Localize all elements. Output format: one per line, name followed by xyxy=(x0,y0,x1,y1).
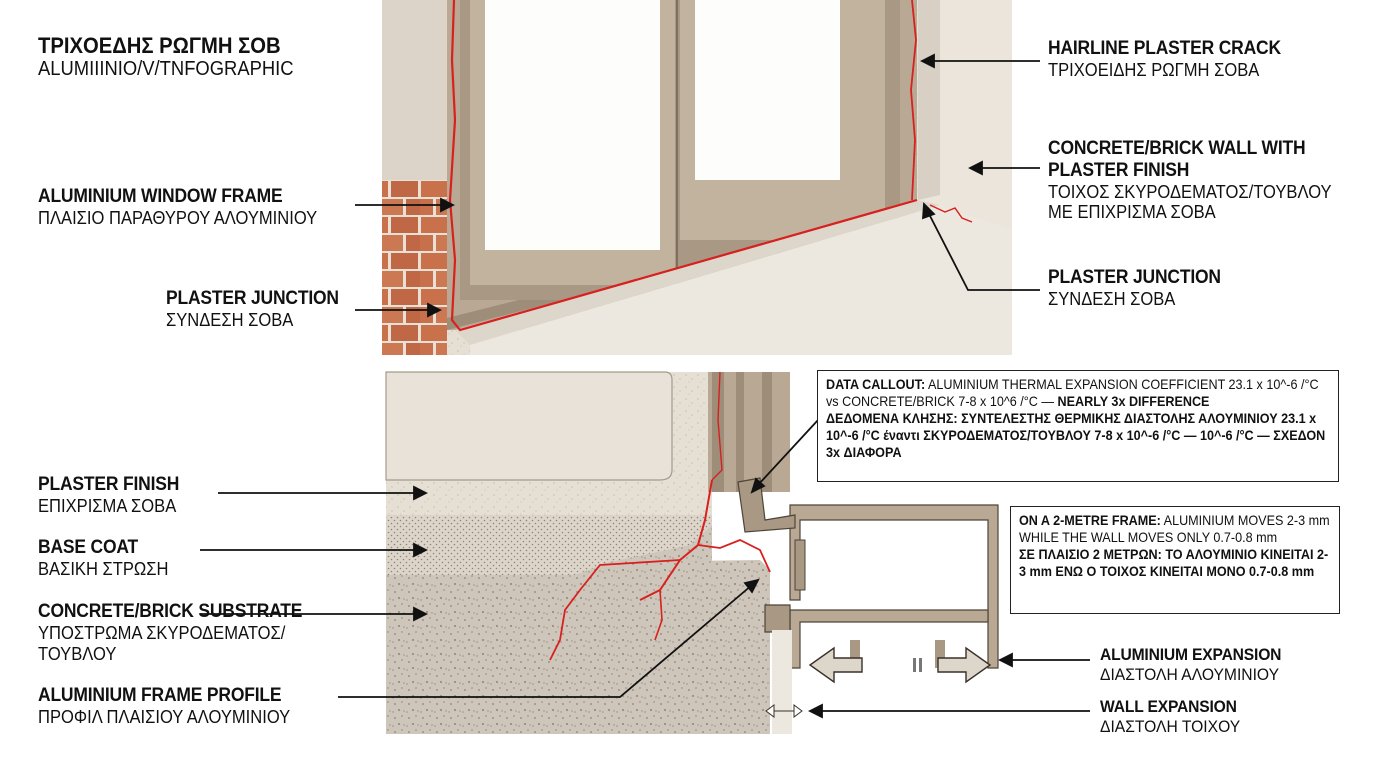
frame-note-en: ON A 2-METRE FRAME: ALUMINIUM MOVES 2-3 … xyxy=(1019,512,1331,546)
label-plaster-junction-right: PLASTER JUNCTION ΣΥΝΔΕΣΗ ΣΟΒΑ xyxy=(1048,267,1236,310)
label-aluminium-expansion: ALUMINIUM EXPANSION ΔΙΑΣΤΟΛΗ ΑΛΟΥΜΙΝΙΟΥ xyxy=(1100,645,1297,684)
label-wall-expansion: WALL EXPANSION ΔΙΑΣΤΟΛΗ ΤΟΙΧΟΥ xyxy=(1100,697,1252,736)
label-plaster-junction-right-gr: ΣΥΝΔΕΣΗ ΣΟΒΑ xyxy=(1048,288,1176,309)
label-substrate-en: CONCRETE/BRICK SUBSTRATE xyxy=(38,601,303,622)
label-substrate: CONCRETE/BRICK SUBSTRATE ΥΠΟΣΤΡΩΜΑ ΣΚΥΡΟ… xyxy=(38,601,325,664)
label-wall: CONCRETE/BRICK WALL WITH PLASTER FINISH … xyxy=(1048,138,1356,223)
title-primary: ΤΡΙΧΟΕΔΗΣ ΡΩΓΜΗ ΣΟΒ xyxy=(38,33,281,58)
data-callout-en-body: ALUMINIUM THERMAL EXPANSION COEFFICIENT … xyxy=(826,376,1319,410)
label-wall-expansion-gr: ΔΙΑΣΤΟΛΗ ΤΟΙΧΟΥ xyxy=(1100,716,1241,736)
label-base-coat-gr: ΒΑΣΙΚΗ ΣΤΡΩΣΗ xyxy=(38,558,169,579)
label-wall-gr-1: ΤΟΙΧΟΣ ΣΚΥΡΟΔΕΜΑΤΟΣ/ΤΟΥΒΛΟΥ xyxy=(1048,181,1332,202)
label-substrate-gr-1: ΥΠΟΣΤΡΩΜΑ ΣΚΥΡΟΔΕΜΑΤΟΣ/ xyxy=(38,622,286,643)
frame-note-en-head: ON A 2-METRE FRAME: xyxy=(1019,512,1161,528)
frame-note-box: ON A 2-METRE FRAME: ALUMINIUM MOVES 2-3 … xyxy=(1010,506,1340,614)
data-callout-gr: ΔΕΔΟΜΕΝΑ ΚΛΗΣΗΣ: ΣΥΝΤΕΛΕΣΤΗΣ ΘΕΡΜΙΚΗΣ ΔΙ… xyxy=(826,410,1326,461)
label-frame-profile-en: ALUMINIUM FRAME PROFILE xyxy=(38,685,282,706)
label-plaster-junction-right-en: PLASTER JUNCTION xyxy=(1048,267,1221,288)
label-window-frame-gr: ΠΛΑΙΣΙΟ ΠΑΡΑΘΥΡΟΥ ΑΛΟΥΜΙΝΙΟΥ xyxy=(38,207,318,228)
label-hairline-crack: HAIRLINE PLASTER CRACK ΤΡΙΧΟΕΙΔΗΣ ΡΩΓΜΗ … xyxy=(1048,38,1301,81)
label-wall-en-1: CONCRETE/BRICK WALL WITH xyxy=(1048,138,1306,159)
section-view xyxy=(385,371,999,734)
frame-note-en-body: ALUMINIUM MOVES 2-3 mm WHILE THE WALL MO… xyxy=(1019,512,1330,546)
label-plaster-finish-gr: ΕΠΙΧΡΙΣΜΑ ΣΟΒΑ xyxy=(38,495,177,516)
data-callout-en-head: DATA CALLOUT: xyxy=(826,376,926,392)
label-base-coat: BASE COAT ΒΑΣΙΚΗ ΣΤΡΩΣΗ xyxy=(38,537,180,580)
label-frame-profile-gr: ΠΡΟΦΙΛ ΠΛΑΙΣΙΟΥ ΑΛΟΥΜΙΝΙΟΥ xyxy=(38,706,291,727)
label-hairline-crack-en: HAIRLINE PLASTER CRACK xyxy=(1048,38,1281,59)
label-frame-profile: ALUMINIUM FRAME PROFILE ΠΡΟΦΙΛ ΠΛΑΙΣΙΟΥ … xyxy=(38,685,312,728)
label-wall-gr-2: ΜΕ ΕΠΙΧΡΙΣΜΑ ΣΟΒΑ xyxy=(1048,202,1216,223)
label-base-coat-en: BASE COAT xyxy=(38,537,138,558)
label-plaster-junction-left-en: PLASTER JUNCTION xyxy=(166,288,339,309)
label-plaster-junction-left-gr: ΣΥΝΔΕΣΗ ΣΟΒΑ xyxy=(166,309,294,330)
title-block: ΤΡΙΧΟΕΔΗΣ ΡΩΓΜΗ ΣΟΒ ALUMIIINIO/V/TNFOGRA… xyxy=(38,33,316,81)
frame-note-gr: ΣΕ ΠΛΑΙΣΙΟ 2 ΜΕΤΡΩΝ: ΤΟ ΑΛΟΥΜΙΝΙΟ ΚΙΝΕΙΤ… xyxy=(1019,546,1329,580)
leader-lines xyxy=(200,53,1090,719)
data-callout-en: DATA CALLOUT: ALUMINIUM THERMAL EXPANSIO… xyxy=(826,376,1329,410)
label-plaster-finish: PLASTER FINISH ΕΠΙΧΡΙΣΜΑ ΣΟΒΑ xyxy=(38,474,191,517)
label-window-frame-en: ALUMINIUM WINDOW FRAME xyxy=(38,186,283,207)
label-window-frame: ALUMINIUM WINDOW FRAME ΠΛΑΙΣΙΟ ΠΑΡΑΘΥΡΟΥ… xyxy=(38,186,342,229)
label-wall-en-2: PLASTER FINISH xyxy=(1048,159,1190,181)
label-substrate-gr-2: ΤΟΥΒΛΟΥ xyxy=(38,643,117,664)
label-aluminium-expansion-gr: ΔΙΑΣΤΟΛΗ ΑΛΟΥΜΙΝΙΟΥ xyxy=(1100,664,1280,684)
window-elevation xyxy=(382,0,1012,355)
label-aluminium-expansion-en: ALUMINIUM EXPANSION xyxy=(1100,645,1282,664)
label-hairline-crack-gr: ΤΡΙΧΟΕΙΔΗΣ ΡΩΓΜΗ ΣΟΒΑ xyxy=(1048,59,1260,80)
data-callout-en-emph: NEARLY 3x DIFFERENCE xyxy=(1057,393,1210,410)
label-wall-expansion-en: WALL EXPANSION xyxy=(1100,697,1237,716)
label-plaster-finish-en: PLASTER FINISH xyxy=(38,474,180,495)
data-callout-box: DATA CALLOUT: ALUMINIUM THERMAL EXPANSIO… xyxy=(817,370,1339,482)
title-secondary: ALUMIIINIO/V/TNFOGRAPHIC xyxy=(38,58,294,81)
label-plaster-junction-left: PLASTER JUNCTION ΣΥΝΔΕΣΗ ΣΟΒΑ xyxy=(166,288,354,331)
